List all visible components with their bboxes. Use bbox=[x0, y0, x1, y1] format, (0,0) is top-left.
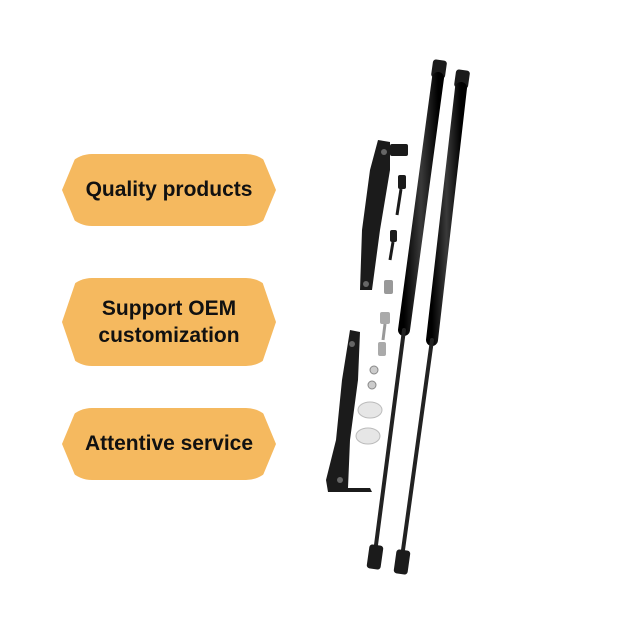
feature-label-quality: Quality products bbox=[85, 178, 253, 202]
gas-strut-right bbox=[393, 69, 470, 575]
feature-label-service: Attentive service bbox=[84, 432, 254, 456]
hardware-set bbox=[355, 175, 406, 445]
feature-badge-quality: Quality products bbox=[62, 154, 276, 226]
bracket-upper bbox=[360, 140, 408, 290]
feature-label-oem: Support OEM customization bbox=[98, 296, 240, 347]
bracket-lower bbox=[326, 330, 372, 492]
feature-badge-service: Attentive service bbox=[62, 408, 276, 480]
feature-badge-oem: Support OEM customization bbox=[62, 278, 276, 366]
gas-strut-left bbox=[366, 59, 447, 570]
gas-strut-kit-icon bbox=[326, 59, 470, 575]
